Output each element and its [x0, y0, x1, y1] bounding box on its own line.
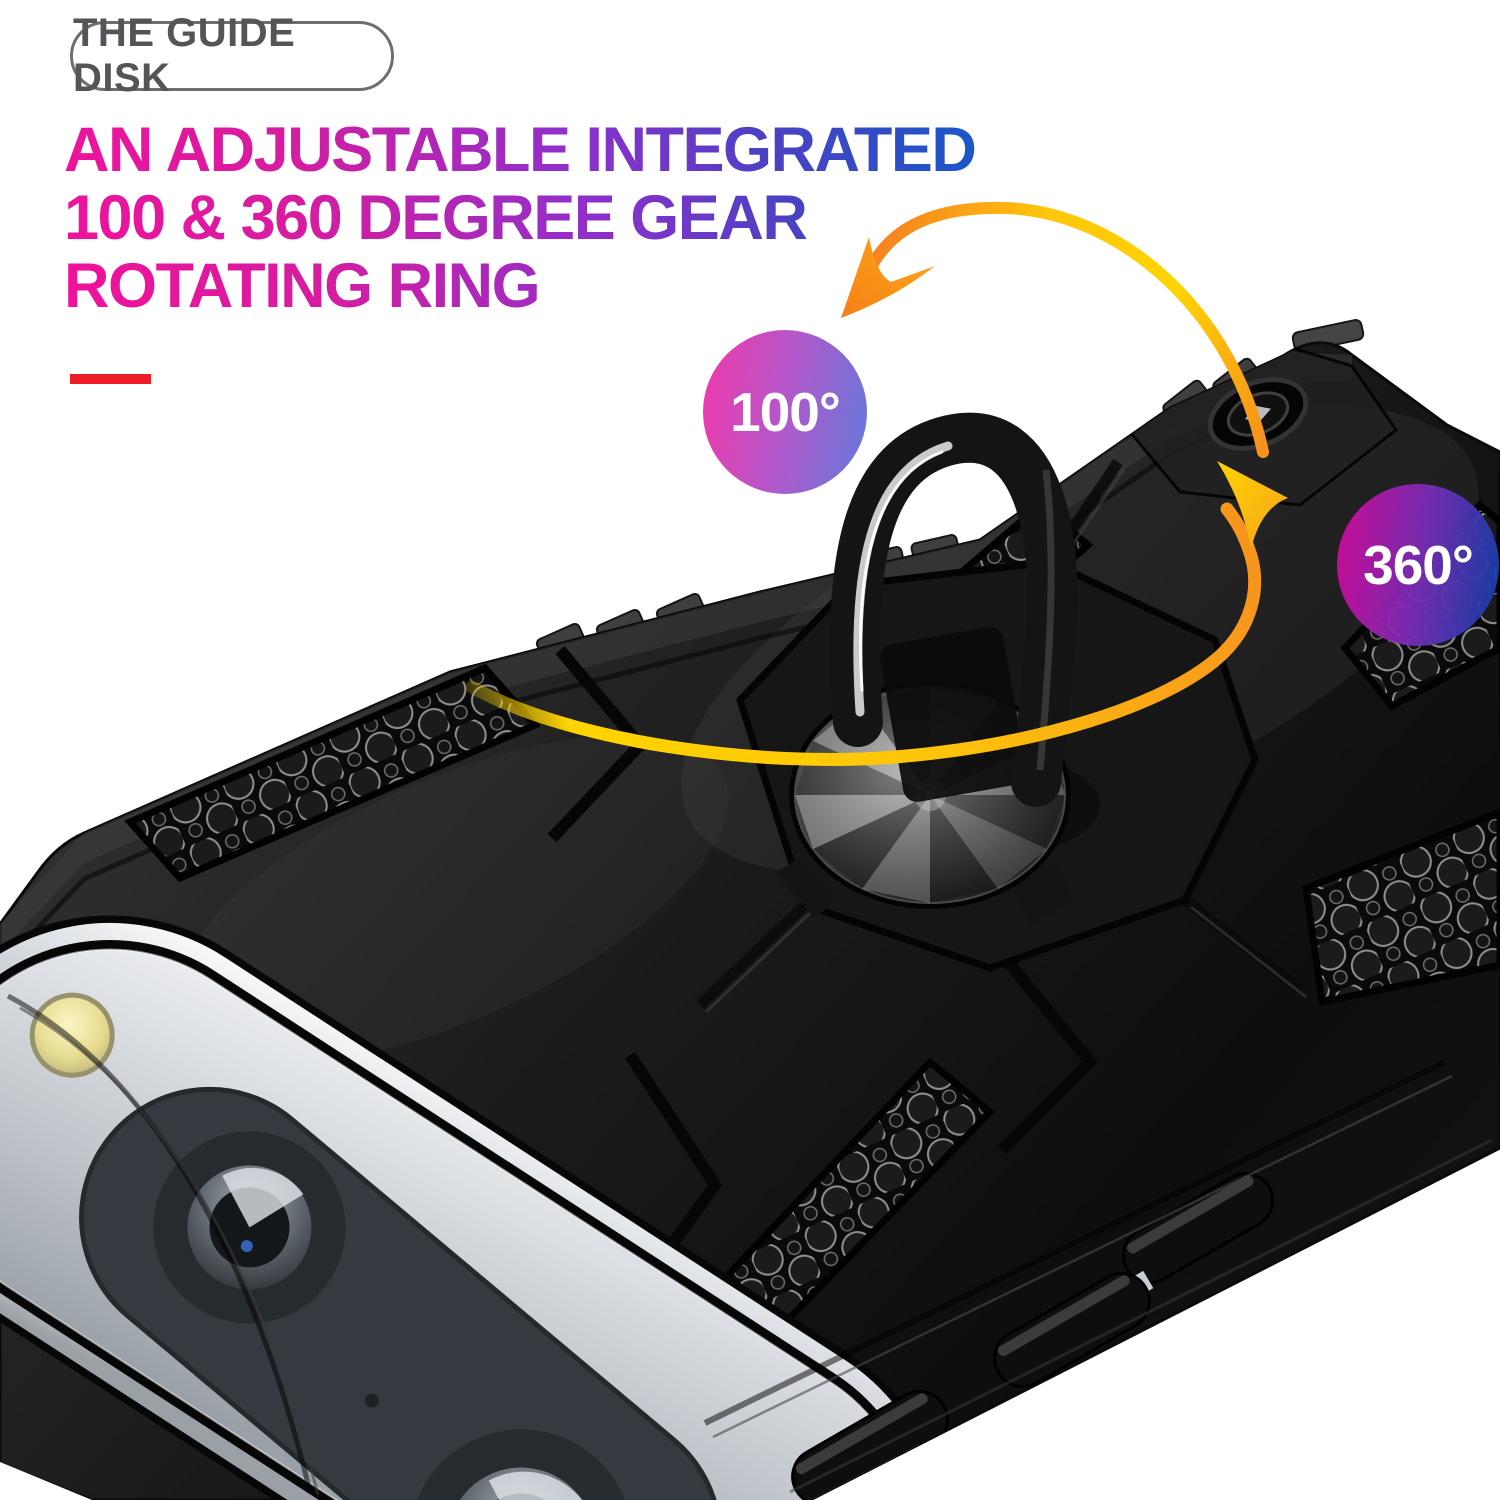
button-pill [1121, 1172, 1275, 1284]
rotate-arrow-head [1217, 461, 1288, 549]
camera-bar [0, 915, 949, 1500]
button-highlight [997, 1275, 1130, 1357]
lens-1-blue-glint [240, 1240, 253, 1253]
rotate-arrow-icon [465, 461, 1288, 766]
camera-bar-glass-edge [0, 948, 916, 1500]
accent-underline-bar [70, 374, 151, 384]
headline-line-2: 100 & 360 DEGREE GEAR [64, 183, 807, 253]
ring-chrome-highlight [853, 441, 953, 717]
swing-arrow-icon [841, 201, 1269, 458]
disk-wedge [930, 795, 1047, 889]
button-highlight [795, 1393, 928, 1475]
background-corner [0, 1462, 92, 1500]
edge-groove-highlight [712, 1074, 1453, 1439]
camera-bar-chrome-rim [0, 922, 941, 1500]
disk-wedge [813, 795, 930, 889]
rotate-arrow-arc [465, 502, 1261, 766]
disk-notch-left [775, 858, 842, 918]
badge-360-label: 360° [1363, 534, 1474, 596]
disk-wedge [862, 795, 930, 903]
badge-100-label: 100° [730, 381, 841, 443]
disk-wedge [795, 795, 930, 849]
armor-chevron [997, 954, 1099, 1155]
badge-360-degree: 360° [1337, 484, 1499, 646]
button-highlight [1126, 1175, 1254, 1254]
left-edge-groove-highlight [19, 1006, 320, 1496]
swing-arrow-arc [854, 201, 1269, 458]
callout-pill: THE GUIDE DISK [70, 11, 394, 100]
honeycomb-panel-left [124, 663, 541, 883]
disk-notch-right [1012, 860, 1074, 926]
lens-2-glint [488, 1471, 585, 1500]
left-edge-groove [6, 993, 313, 1493]
badge-100-degree: 100° [703, 330, 867, 494]
headline-line-1: AN ADJUSTABLE INTEGRATED [64, 115, 976, 185]
headline-line-3: ROTATING RING [64, 251, 540, 321]
disk-wedge [930, 795, 1065, 849]
edge-groove [789, 1138, 1493, 1494]
power-button [1121, 1172, 1275, 1284]
disk-wedge [930, 795, 998, 903]
lens-1-glint [222, 1167, 304, 1228]
volume-button [993, 1272, 1151, 1388]
honeycomb-panel-right [1302, 806, 1500, 1007]
microphone-dot-2 [364, 1393, 379, 1408]
ring-chrome-glint [859, 450, 944, 692]
lens-surround-2 [409, 1429, 634, 1500]
headline: AN ADJUSTABLE INTEGRATED 100 & 360 DEGRE… [64, 116, 975, 320]
button-pill [993, 1272, 1151, 1388]
edge-groove [703, 1059, 1447, 1426]
camera-island [79, 1086, 723, 1500]
callout-pill-label: THE GUIDE DISK [73, 11, 296, 100]
swing-arrow-head [841, 237, 935, 318]
